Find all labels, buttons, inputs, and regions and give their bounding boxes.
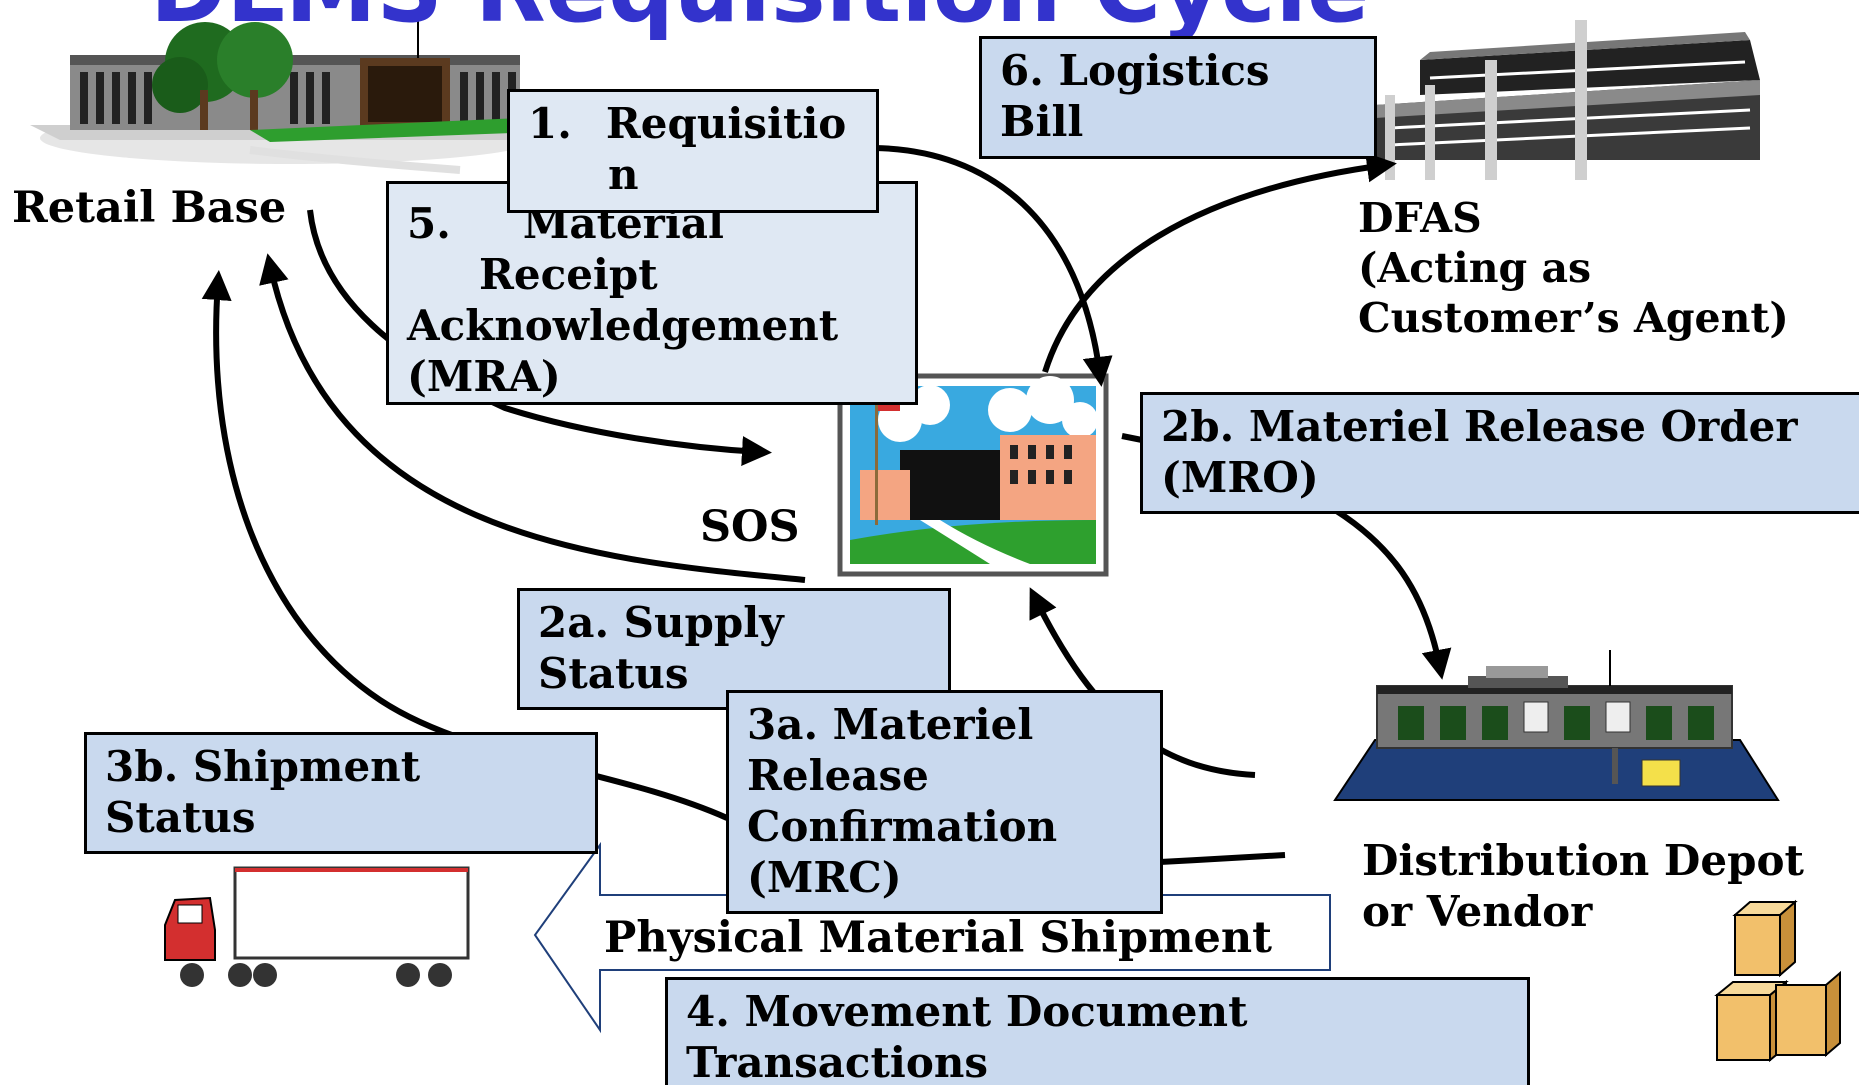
arrow-mra [307, 209, 772, 466]
arrow-logistics-bill [1042, 152, 1397, 373]
shipment-arrow [533, 841, 1331, 1034]
step-1-requisition-box: 1.Requisitio n [507, 89, 879, 213]
arrow-mro [1333, 507, 1452, 680]
step-3a-mrc-box: 3a. Materiel Release Confirmation (MRC) [726, 690, 1163, 914]
flow-arrows [201, 145, 1452, 865]
arrow-sos-to-mro [1121, 433, 1143, 443]
crates-icon [1714, 899, 1841, 1063]
step-4-movement-document-box: 4. Movement Document Transactions [665, 977, 1530, 1085]
step-3b-shipment-status-box: 3b. Shipment Status [84, 732, 598, 854]
arrow-shipment-status [201, 270, 729, 821]
step-6-logistics-bill-box: 6. Logistics Bill [979, 36, 1377, 159]
step-5-mra-box: 5.Material Receipt Acknowledgement (MRA) [386, 181, 918, 405]
retail-base-building-icon [30, 20, 545, 174]
step-2b-mro-box: 2b. Materiel Release Order (MRO) [1140, 392, 1859, 514]
dfas-label: DFAS (Acting as Customer’s Agent) [1358, 194, 1789, 342]
sos-label: SOS [700, 502, 800, 552]
depot-building-icon [1333, 650, 1780, 801]
dfas-building-icon [1375, 20, 1760, 180]
truck-icon [164, 866, 470, 987]
arrow-mrc-lower [1159, 852, 1286, 865]
depot-label: Distribution Depot or Vendor [1362, 836, 1804, 936]
arrow-requisition [874, 145, 1113, 387]
shipment-label: Physical Material Shipment [604, 913, 1273, 963]
step-2a-supply-status-box: 2a. Supply Status [517, 588, 951, 710]
retail-base-label: Retail Base [12, 183, 287, 233]
sos-building-icon [837, 373, 1109, 577]
arrow-supply-status [259, 253, 806, 583]
